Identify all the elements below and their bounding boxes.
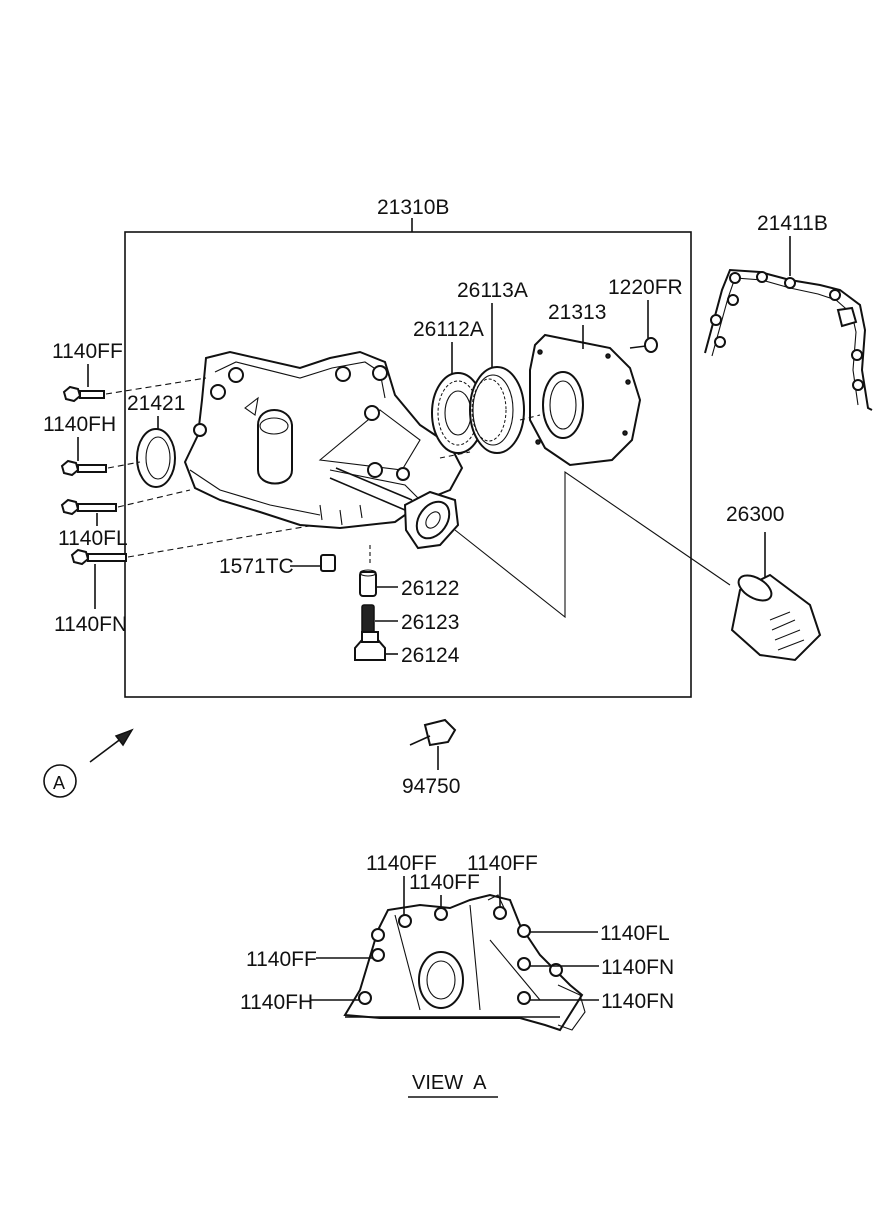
assembly-group: 21310B: [124, 196, 692, 698]
label-26112a: 26112A: [413, 318, 484, 341]
label-26122: 26122: [401, 577, 459, 600]
label-26300: 26300: [726, 503, 784, 526]
cover-screw: [629, 337, 658, 353]
label-1140fl: 1140FL: [58, 527, 128, 550]
exploded-view-labels: 1140FF 1140FH 1140FL 1140FN 21421 26112A…: [43, 212, 828, 798]
view-a-labels: 1140FF 1140FF 1140FF 1140FF 1140FH 1140F…: [240, 852, 674, 1098]
view-a-label-fn-right-lower: 1140FN: [601, 990, 674, 1013]
label-1140ff: 1140FF: [52, 340, 123, 363]
view-a-label-ff-left: 1140FF: [246, 948, 317, 971]
label-1571tc: 1571TC: [219, 555, 294, 578]
view-a-label-ff-top-right: 1140FF: [467, 852, 538, 875]
assembly-frame: [124, 231, 692, 698]
view-a-marker-letter: A: [53, 773, 65, 793]
label-21421: 21421: [127, 392, 185, 415]
gasket: [704, 268, 873, 411]
view-a-label-fn-right-upper: 1140FN: [601, 956, 674, 979]
reference-lines: [439, 414, 731, 619]
view-a-title: VIEW A: [412, 1072, 487, 1094]
relief-valve-parts: [320, 545, 386, 661]
view-a-circle: [43, 764, 77, 798]
oil-pump-body: [183, 350, 464, 550]
label-1140fn: 1140FN: [54, 613, 127, 636]
bolt-1140fn: [70, 524, 316, 566]
bolt-1140fh: [60, 459, 141, 477]
label-26124: 26124: [401, 644, 460, 667]
label-94750: 94750: [402, 775, 460, 798]
label-21411b: 21411B: [757, 212, 828, 235]
bolt-1140fl: [60, 489, 191, 516]
bolt-1140ff: [62, 377, 207, 403]
label-21313: 21313: [548, 301, 606, 324]
view-a-label-ff-top-mid: 1140FF: [409, 871, 480, 894]
label-1140fh: 1140FH: [43, 413, 116, 436]
view-a-label-fh-left: 1140FH: [240, 991, 313, 1014]
view-a-drawing: [343, 893, 586, 1032]
view-a-marker: A: [43, 728, 134, 798]
assembly-label: 21310B: [377, 196, 449, 219]
label-26113a: 26113A: [457, 279, 528, 302]
oil-pressure-sensor: [409, 718, 457, 770]
oil-seal: [136, 428, 176, 488]
pump-cover: [529, 333, 642, 467]
view-a-label-fl-right: 1140FL: [600, 922, 670, 945]
label-26123: 26123: [401, 611, 459, 634]
label-1220fr: 1220FR: [608, 276, 683, 299]
oil-filter: [730, 532, 822, 662]
outer-rotor: [469, 366, 525, 454]
view-a-label-ff-top-left: 1140FF: [366, 852, 437, 875]
